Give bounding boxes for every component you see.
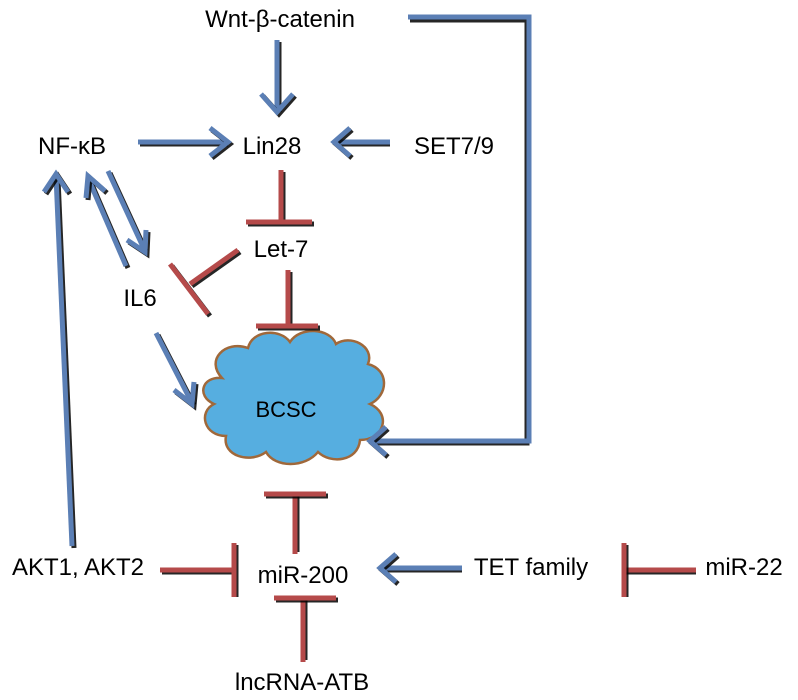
edge-il6-to-nfkb: [83, 170, 131, 269]
bcsc-cloud-shape: [202, 329, 386, 466]
edge-nfkb-to-lin28: [138, 126, 235, 160]
node-mir-200: miR-200: [258, 562, 349, 589]
edge-akt-inhibits-mir200: [160, 543, 239, 597]
node-let-7: Let-7: [254, 236, 309, 263]
node-wnt-beta-catenin: Wnt-β-catenin: [205, 6, 355, 33]
edge-il6-to-bcsc: [153, 331, 199, 411]
node-lin28: Lin28: [243, 133, 302, 160]
node-set7-9: SET7/9: [414, 133, 494, 160]
node-nf-kb: NF-κB: [38, 133, 106, 160]
node-bcsc: BCSC: [255, 397, 316, 422]
edge-wnt-to-lin28: [259, 40, 297, 118]
edge-let7-inhibits-il6: [168, 247, 242, 318]
edge-mir22-inhibits-tet: [621, 543, 696, 597]
edge-nfkb-to-il6: [105, 169, 151, 259]
node-akt1-akt2: AKT1, AKT2: [12, 554, 144, 581]
node-il6: IL6: [123, 285, 156, 312]
edge-akt-to-nfkb: [41, 169, 77, 549]
edge-wnt-to-bcsc: [366, 14, 532, 459]
node-lncrna-atb: lncRNA-ATB: [235, 669, 369, 696]
edge-tet-to-mir200: [376, 552, 462, 586]
node-tet-family: TET family: [474, 554, 588, 581]
edge-let7-inhibits-bcsc: [256, 270, 320, 331]
node-mir-22: miR-22: [705, 554, 782, 581]
edge-set79-to-lin28: [330, 126, 390, 160]
edge-mir200-inhibits-bcsc: [264, 491, 328, 554]
bcsc-cloud: BCSC: [202, 329, 386, 466]
edge-lncrna-inhibits-mir200: [274, 595, 338, 662]
edge-lin28-inhibits-let7: [246, 170, 314, 227]
